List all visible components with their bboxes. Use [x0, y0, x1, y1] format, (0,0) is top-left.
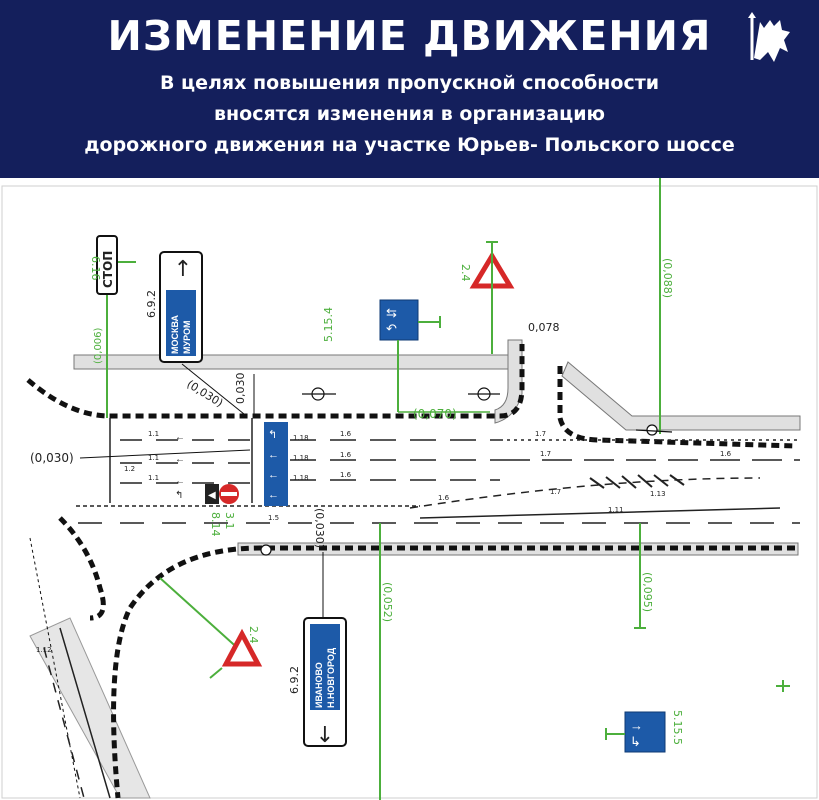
- marking-label: 1.2: [124, 465, 135, 473]
- sign-text: Н.НОВГОРОД: [326, 647, 336, 708]
- dimension-label: (0,088): [661, 258, 674, 298]
- left-road-line: [43, 647, 85, 799]
- lane-signs-cluster: ↰ ← ← ←: [264, 422, 288, 506]
- sign-code: 8.14: [209, 512, 222, 537]
- dimension-label: (0,030): [30, 451, 74, 465]
- marking-label: 1.13: [650, 490, 666, 498]
- lane-arrow-icon: ←: [175, 476, 185, 487]
- lane-arrow-icon: ↰: [175, 490, 183, 501]
- street-lights: [260, 387, 673, 556]
- marking-label: 1.6: [340, 471, 352, 479]
- svg-text:←: ←: [268, 489, 279, 501]
- left-road-line: [59, 627, 111, 799]
- hatched-island: [589, 474, 685, 489]
- marking-label: 1.1: [148, 474, 159, 482]
- lane-arrow-icon: ←: [175, 432, 185, 443]
- sign-code: 6.9.2: [145, 290, 158, 318]
- sign-text: МУРОМ: [182, 321, 192, 354]
- subtitle-line-1: В целях повышения пропускной способности: [159, 72, 660, 94]
- subtitle-line-2: вносятся изменения в организацию: [213, 103, 605, 125]
- lane-arrow-icon: ←: [175, 454, 185, 465]
- marking-label: 1.12: [36, 646, 52, 654]
- svg-text:←: ←: [268, 449, 279, 461]
- marking-label: 1.18: [293, 454, 309, 462]
- marking-label: 1.5: [268, 514, 279, 522]
- sign-text: ИВАНОВО: [314, 662, 324, 708]
- sidewalk-top: [73, 354, 511, 370]
- curb-right-top: [557, 366, 796, 449]
- dimension-label: (0,006): [93, 327, 104, 364]
- diverge-line: [409, 477, 761, 509]
- city-coat-of-arms-logo: [748, 12, 790, 62]
- sign-code: 6.9.2: [288, 666, 301, 694]
- dimension-label: (0,030): [313, 508, 326, 548]
- island-line: [419, 507, 781, 519]
- marking-label: 1.18: [293, 434, 309, 442]
- marking-label: 1.7: [535, 430, 546, 438]
- curb-top: [26, 344, 525, 419]
- give-way-sign-2-4-top: 2.4: [459, 241, 515, 354]
- dimension-label: (0,052): [381, 582, 394, 622]
- curb-bottom-left: [58, 516, 106, 621]
- dimension-label: (0,070): [413, 407, 457, 421]
- marking-label: 1.7: [540, 450, 551, 458]
- sign-code: 2.4: [459, 264, 472, 282]
- sign-code: 2.4: [247, 626, 260, 644]
- sign-code: 6.16: [89, 256, 102, 281]
- sidewalk-left: [29, 617, 151, 799]
- subtitle-line-3: дорожного движения на участке Юрьев- Пол…: [84, 134, 735, 156]
- arrow-up-icon: ↑: [174, 257, 192, 282]
- give-way-sign-2-4-bottom: 2.4: [159, 577, 263, 679]
- dimension-label: 0,030: [234, 373, 247, 405]
- marking-label: 1.1: [148, 454, 159, 462]
- svg-text:◀: ◀: [208, 490, 216, 501]
- lane-sign-5-15-4: ⇆ ↶ 5.15.4 (0,070): [322, 299, 490, 421]
- sign-code: 5.15.4: [322, 307, 335, 342]
- marking-label: 1.1: [148, 430, 159, 438]
- page-title: ИЗМЕНЕНИЕ ДВИЖЕНИЯ: [107, 12, 712, 60]
- marking-label: 1.18: [293, 474, 309, 482]
- sign-code: 5.15.5: [671, 710, 684, 745]
- marking-label: 1.6: [340, 430, 352, 438]
- marking-label: 1.6: [340, 451, 352, 459]
- marking-label: 1.7: [550, 488, 561, 496]
- svg-text:↰: ↰: [268, 429, 277, 441]
- road-scheme-diagram: ← ← ← ↰ ↰ ← ← ← 1.1 1.1 1.1 1.18 1.18 1.…: [1, 178, 818, 800]
- lane-arrow-icon: →: [630, 718, 643, 733]
- sidewalk-right: [561, 361, 801, 431]
- dimension-label: 0,078: [528, 321, 560, 334]
- marking-label: 1.6: [438, 494, 450, 502]
- direction-sign-ivanovo: ИВАНОВО Н.НОВГОРОД ↓ 6.9.2: [288, 617, 347, 748]
- sign-text: МОСКВА: [170, 314, 180, 354]
- lane-exit-icon: ↳: [630, 734, 641, 749]
- stop-sign-text: СТОП: [101, 251, 115, 288]
- marking-label: 1.11: [608, 506, 624, 514]
- no-entry-sign-3-1: ◀ 3.1 8.14: [205, 484, 239, 537]
- lane-sign-5-15-5: → ↳ 5.15.5: [605, 710, 684, 753]
- curb-bottom: [111, 545, 795, 799]
- road-edge-left: [29, 537, 81, 799]
- stop-sign-6-16: СТОП 6.16 (0,006): [89, 235, 136, 418]
- header-banner: ИЗМЕНЕНИЕ ДВИЖЕНИЯ В целях повышения про…: [0, 0, 819, 178]
- svg-text:←: ←: [268, 469, 279, 481]
- dimension-label: (0,095): [641, 572, 654, 612]
- arrow-down-icon: ↓: [316, 723, 334, 748]
- sign-code: 3.1: [223, 512, 236, 530]
- diagram-frame: [1, 185, 818, 799]
- direction-sign-moscow: ↑ МОСКВА МУРОМ 6.9.2: [145, 251, 245, 415]
- marking-label: 1.6: [720, 450, 732, 458]
- lane-merge-icon: ⇆: [386, 305, 397, 320]
- lane-arrow-icon: ↶: [386, 321, 397, 336]
